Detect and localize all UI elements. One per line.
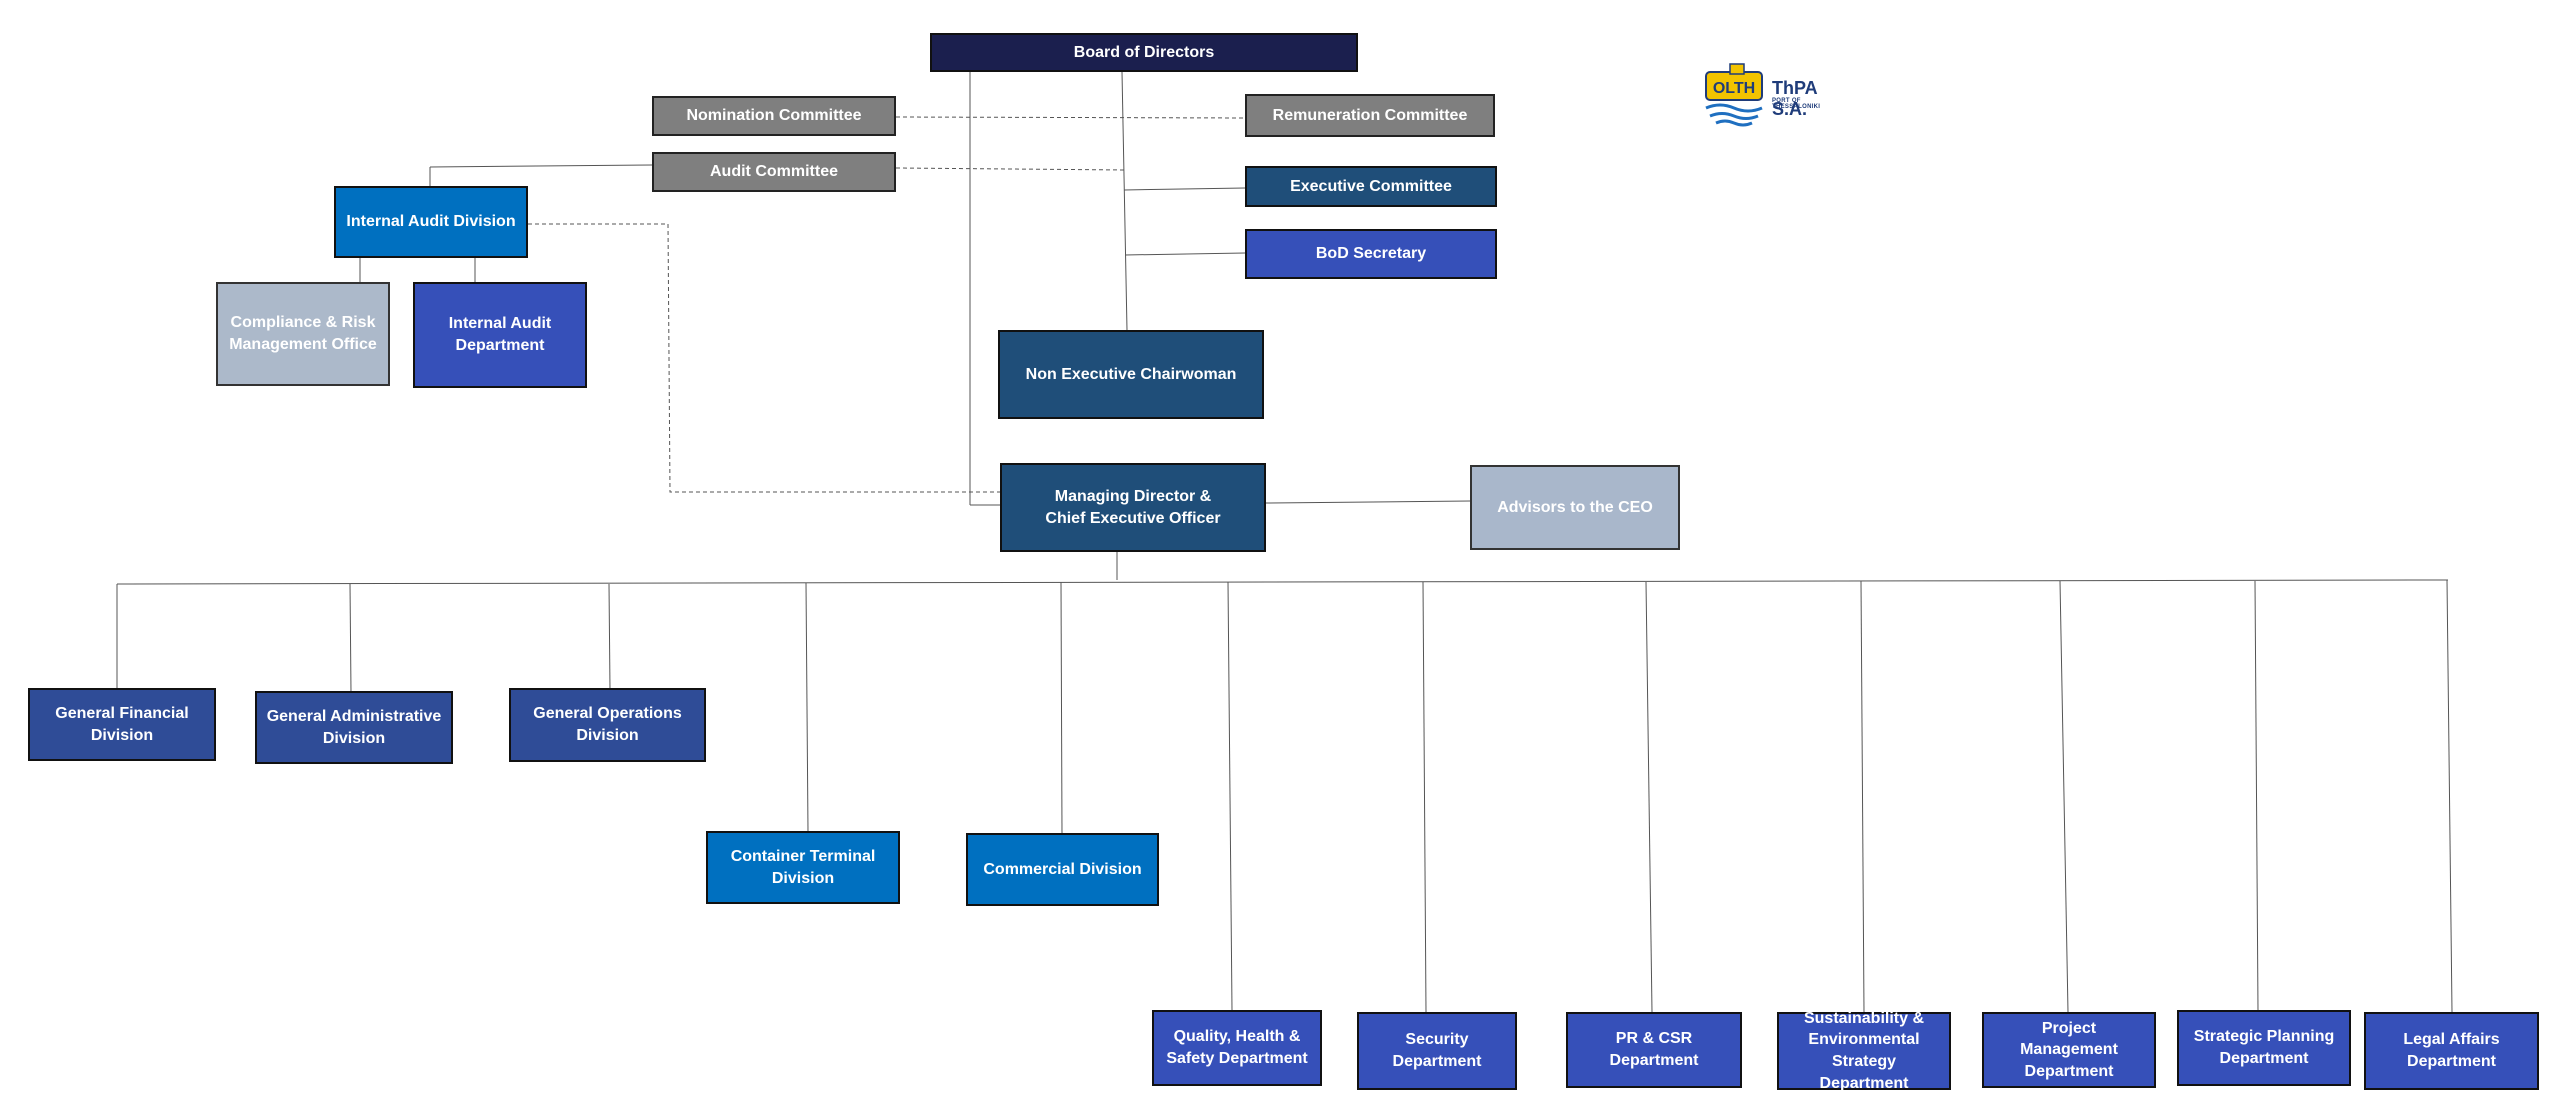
pr-csr-department-label: PR & CSR Department [1609,1030,1699,1069]
advisors-ceo-label: Advisors to the CEO [1497,498,1653,516]
executive-committee-box[interactable]: Executive Committee [1245,166,1497,207]
board-to-chair-line [1121,71,1128,331]
general-operations-division-label: General Operations Division [533,705,682,744]
nomination-remuneration-dashed [895,116,1246,119]
non-executive-chairwoman-box[interactable]: Non Executive Chairwoman [998,330,1264,419]
general-operations-division-box[interactable]: General Operations Division [509,688,706,762]
audit-to-ia-line [429,164,653,168]
board-of-directors-label: Board of Directors [1073,43,1215,61]
general-financial-division-box[interactable]: General Financial Division [28,688,216,761]
internal-audit-division-box[interactable]: Internal Audit Division [334,186,528,258]
project-management-department-box[interactable]: Project Management Department [1982,1012,2156,1088]
commercial-division-label: Commercial Division [983,860,1142,878]
remuneration-committee-label: Remuneration Committee [1272,106,1468,124]
logo-name: ThPA S.A. [1772,78,1817,119]
bod-secretary-box[interactable]: BoD Secretary [1245,229,1497,279]
compliance-risk-office-label: Compliance & Risk Management Office [229,314,377,353]
non-executive-chairwoman-label: Non Executive Chairwoman [1025,365,1237,383]
project-management-department-label: Project Management Department [2020,1019,2118,1080]
audit-committee-label: Audit Committee [710,163,838,181]
nomination-committee-box[interactable]: Nomination Committee [652,96,896,136]
ceo-box[interactable]: Managing Director & Chief Executive Offi… [1000,463,1266,552]
commercial-division-box[interactable]: Commercial Division [966,833,1159,906]
security-department-label: Security Department [1392,1031,1482,1070]
advisors-ceo-box[interactable]: Advisors to the CEO [1470,465,1680,550]
general-administrative-division-label: General Administrative Division [266,707,442,747]
general-administrative-division-box[interactable]: General Administrative Division [255,691,453,764]
ia-to-ceo-dashed [528,223,1000,493]
pr-csr-department-box[interactable]: PR & CSR Department [1566,1012,1742,1088]
general-financial-division-label: General Financial Division [55,704,189,744]
board-of-directors-box[interactable]: Board of Directors [930,33,1358,72]
container-terminal-division-label: Container Terminal Division [730,847,876,887]
legal-affairs-department-box[interactable]: Legal Affairs Department [2364,1012,2539,1090]
strategic-planning-department-box[interactable]: Strategic Planning Department [2177,1010,2351,1086]
port-logo-icon: OLTH [1705,63,1763,127]
internal-audit-department-box[interactable]: Internal Audit Department [413,282,587,388]
container-terminal-division-box[interactable]: Container Terminal Division [706,831,900,904]
legal-affairs-department-label: Legal Affairs Department [2403,1031,2500,1070]
secretary-branch-line [1124,252,1246,256]
qhs-department-box[interactable]: Quality, Health & Safety Department [1152,1010,1322,1086]
division-bus-line [116,579,2449,585]
sustainability-department-label: Sustainability & Environmental Strategy … [1803,1009,1925,1092]
ceo-to-advisors-line [1265,500,1471,504]
internal-audit-department-label: Internal Audit Department [448,315,552,354]
executive-branch-line [1123,187,1246,191]
executive-committee-label: Executive Committee [1290,177,1452,195]
sustainability-department-box[interactable]: Sustainability & Environmental Strategy … [1777,1010,1951,1092]
thpa-logo: OLTH ThPA S.A. PORT OF THESSALONIKI [1700,60,1850,130]
audit-committee-box[interactable]: Audit Committee [652,152,896,192]
compliance-risk-office-box[interactable]: Compliance & Risk Management Office [216,282,390,386]
ceo-label: Managing Director & Chief Executive Offi… [1045,487,1221,527]
qhs-department-label: Quality, Health & Safety Department [1166,1028,1308,1067]
logo-subtitle: PORT OF THESSALONIKI [1772,98,1821,110]
strategic-planning-department-label: Strategic Planning Department [2193,1028,2335,1067]
logo-mark: OLTH [1713,80,1755,97]
audit-dashed-line [895,167,1128,171]
nomination-committee-label: Nomination Committee [686,107,862,125]
internal-audit-division-label: Internal Audit Division [346,213,516,231]
security-department-box[interactable]: Security Department [1357,1012,1517,1090]
bod-secretary-label: BoD Secretary [1315,245,1427,263]
remuneration-committee-box[interactable]: Remuneration Committee [1245,94,1495,137]
